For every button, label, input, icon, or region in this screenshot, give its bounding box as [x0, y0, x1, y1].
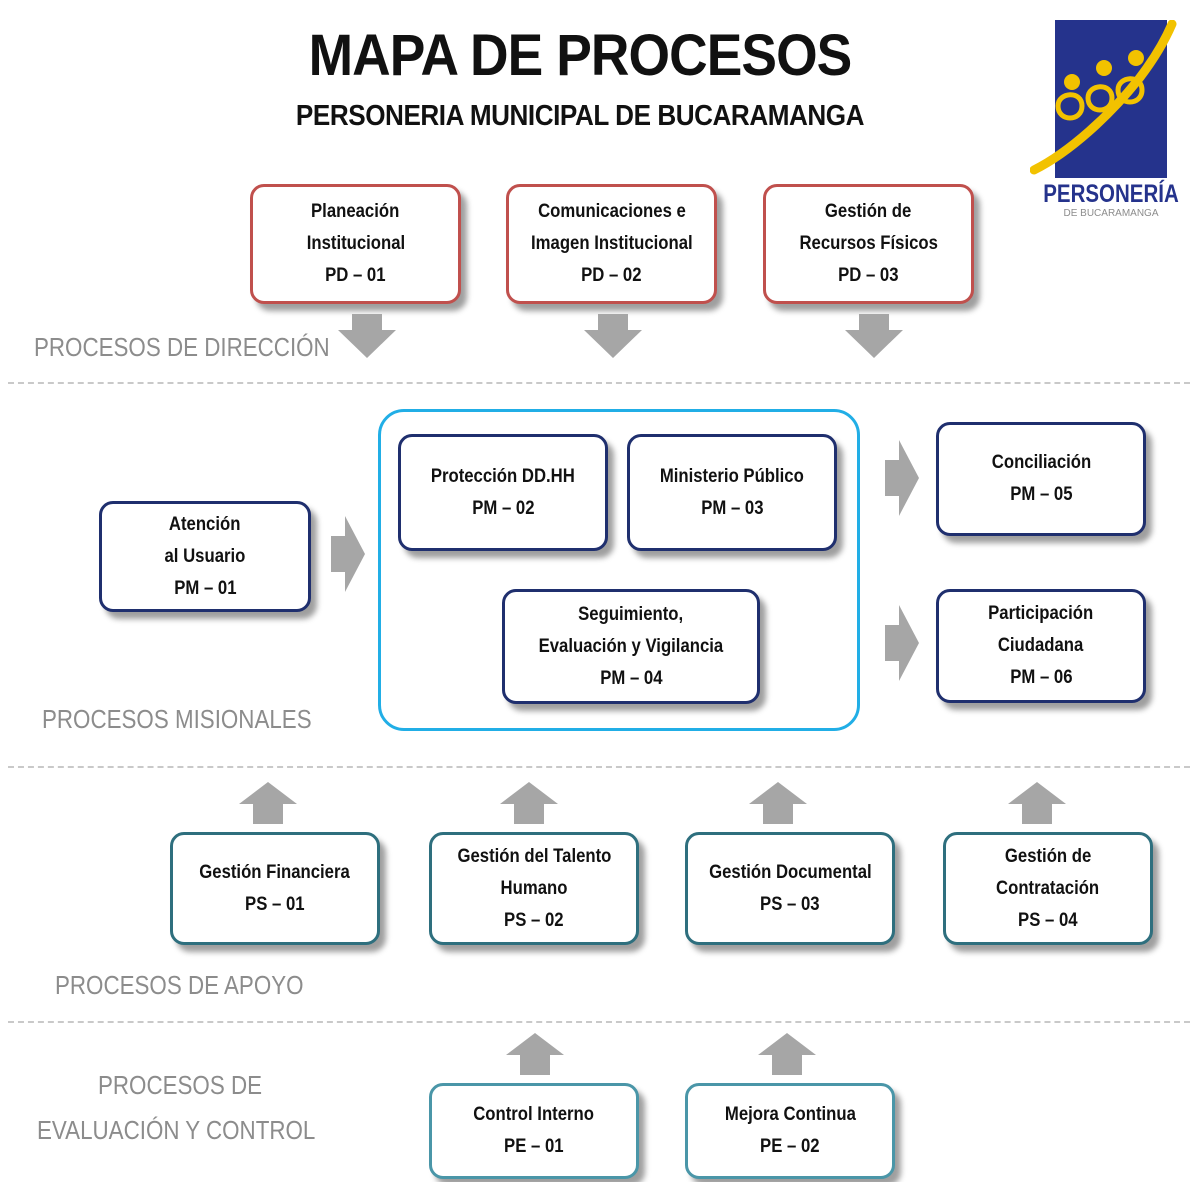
box-line: Participación: [988, 603, 1094, 624]
divider: [8, 766, 1190, 768]
box-code: PE – 02: [760, 1136, 820, 1157]
arrow-down-icon: [845, 314, 903, 358]
arrow-down-icon: [584, 314, 642, 358]
box-code: PS – 02: [504, 909, 564, 931]
box-line: Imagen Institucional: [530, 233, 693, 254]
box-code: PM – 05: [1009, 484, 1073, 505]
box-line: Gestión Financiera: [199, 861, 351, 883]
box-line: Humano: [500, 877, 568, 899]
page-title: MAPA DE PROCESOS: [308, 23, 853, 88]
core-processes-frame: [378, 409, 860, 731]
box-line: Ciudadana: [998, 635, 1084, 656]
process-conciliacion[interactable]: Conciliación PM – 05: [936, 422, 1146, 536]
box-line: Gestión del Talento: [457, 845, 611, 867]
process-proteccion-ddhh[interactable]: Protección DD.HH PM – 02: [398, 434, 608, 551]
logo-brand: PERSONERÍA: [1043, 179, 1179, 207]
section-label-direccion: PROCESOS DE DIRECCIÓN: [34, 332, 330, 362]
box-line: Planeación: [311, 201, 400, 222]
divider: [8, 382, 1190, 384]
page-subtitle: PERSONERIA MUNICIPAL DE BUCARAMANGA: [295, 100, 865, 132]
box-code: PS – 01: [245, 893, 305, 915]
arrow-up-icon: [1008, 782, 1066, 824]
personeria-logo: PERSONERÍA DE BUCARAMANGA: [1030, 20, 1179, 219]
process-mejora-continua[interactable]: Mejora Continua PE – 02: [685, 1083, 895, 1179]
box-line: Protección DD.HH: [430, 465, 575, 487]
box-line: Ministerio Público: [660, 465, 804, 487]
box-line: Conciliación: [991, 452, 1091, 473]
box-line: Institucional: [306, 233, 405, 254]
process-recursos-fisicos[interactable]: Gestión de Recursos Físicos PD – 03: [763, 184, 974, 304]
box-line: Comunicaciones e: [537, 201, 686, 222]
box-line: Atención: [169, 513, 241, 535]
box-line: Evaluación y Vigilancia: [538, 635, 724, 657]
process-seguimiento[interactable]: Seguimiento, Evaluación y Vigilancia PM …: [502, 589, 760, 704]
process-gestion-financiera[interactable]: Gestión Financiera PS – 01: [170, 832, 380, 945]
section-label-misionales: PROCESOS MISIONALES: [42, 704, 312, 734]
box-line: Recursos Físicos: [799, 233, 938, 254]
box-line: Control Interno: [473, 1104, 595, 1125]
box-code: PM – 06: [1009, 667, 1073, 688]
box-line: Gestión de: [825, 201, 912, 222]
box-code: PS – 04: [1018, 909, 1078, 931]
logo-city: DE BUCARAMANGA: [1063, 208, 1158, 219]
box-code: PM – 03: [700, 497, 764, 519]
process-participacion-ciudadana[interactable]: Participación Ciudadana PM – 06: [936, 589, 1146, 703]
box-code: PE – 01: [504, 1136, 564, 1157]
box-code: PD – 03: [838, 265, 899, 286]
box-line: al Usuario: [164, 545, 246, 567]
process-control-interno[interactable]: Control Interno PE – 01: [429, 1083, 639, 1179]
box-line: Mejora Continua: [724, 1104, 856, 1125]
divider: [8, 1021, 1190, 1023]
process-ministerio-publico[interactable]: Ministerio Público PM – 03: [627, 434, 837, 551]
process-gestion-documental[interactable]: Gestión Documental PS – 03: [685, 832, 895, 945]
arrow-up-icon: [506, 1033, 564, 1075]
box-code: PD – 02: [581, 265, 642, 286]
process-atencion-usuario[interactable]: Atención al Usuario PM – 01: [99, 501, 311, 612]
process-contratacion[interactable]: Gestión de Contratación PS – 04: [943, 832, 1153, 945]
box-line: Contratación: [996, 877, 1100, 899]
box-code: PS – 03: [760, 893, 820, 915]
section-label-evaluacion-line1: PROCESOS DE: [98, 1070, 263, 1100]
box-line: Seguimiento,: [578, 603, 684, 625]
process-talento-humano[interactable]: Gestión del Talento Humano PS – 02: [429, 832, 639, 945]
process-planeacion[interactable]: Planeación Institucional PD – 01: [250, 184, 461, 304]
arrow-down-icon: [338, 314, 396, 358]
arrow-up-icon: [749, 782, 807, 824]
process-comunicaciones[interactable]: Comunicaciones e Imagen Institucional PD…: [506, 184, 717, 304]
box-line: Gestión de: [1004, 845, 1092, 867]
box-code: PM – 01: [173, 577, 237, 599]
arrow-right-icon: [885, 605, 919, 681]
section-label-apoyo: PROCESOS DE APOYO: [55, 970, 304, 1000]
arrow-up-icon: [758, 1033, 816, 1075]
arrow-right-icon: [885, 440, 919, 516]
arrow-up-icon: [239, 782, 297, 824]
box-code: PM – 02: [471, 497, 535, 519]
box-line: Gestión Documental: [708, 861, 872, 883]
section-label-evaluacion-line2: EVALUACIÓN Y CONTROL: [37, 1115, 316, 1145]
arrow-right-icon: [331, 516, 365, 592]
box-code: PD – 01: [325, 265, 386, 286]
arrow-up-icon: [500, 782, 558, 824]
box-code: PM – 04: [599, 667, 663, 689]
